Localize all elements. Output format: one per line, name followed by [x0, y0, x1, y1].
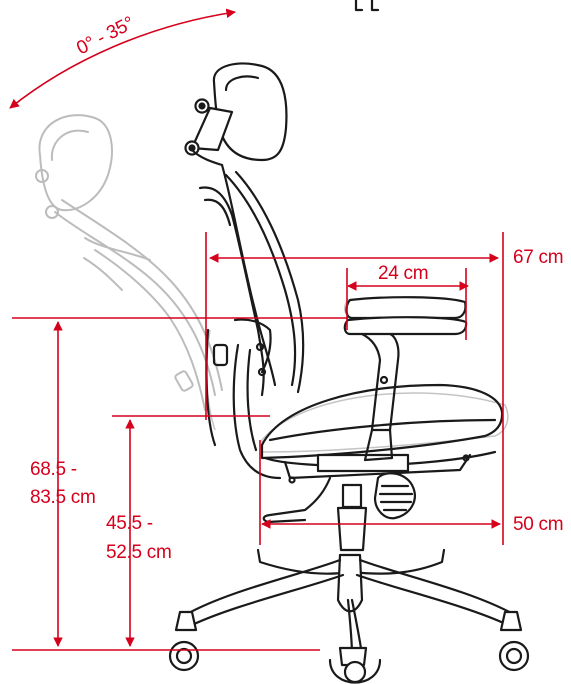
armrest-height-label-line2: 83.5 cm — [30, 487, 96, 508]
armrest-depth-label: 24 cm — [378, 263, 429, 284]
recline-arc — [9, 8, 236, 109]
overall-depth-label: 67 cm — [513, 247, 564, 268]
seat-height-label-line2: 52.5 cm — [106, 542, 172, 563]
seat-height-label-line1: 45.5 - — [106, 513, 153, 534]
reclined-backrest-ghost — [35, 114, 223, 411]
chair-main — [168, 0, 530, 684]
seat-depth-label: 50 cm — [513, 514, 564, 535]
armrest-height-label-line1: 68.5 - — [30, 459, 77, 480]
dimension-lines — [9, 8, 504, 651]
